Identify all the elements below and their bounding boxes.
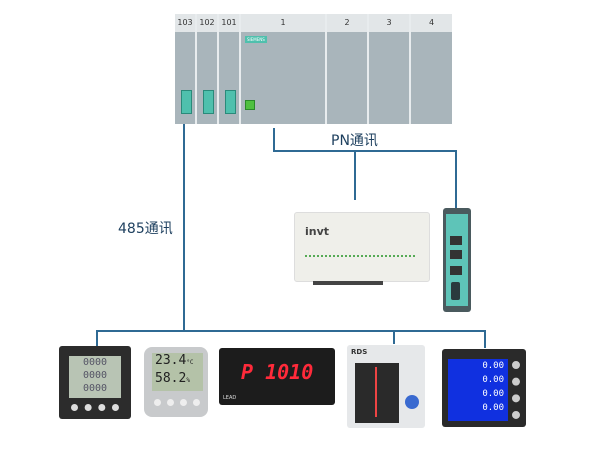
drop-line: [393, 330, 395, 344]
lead-logo: LEAD: [223, 395, 237, 401]
slot-label: 1: [241, 14, 325, 32]
temperature-value: 23.4: [155, 353, 187, 368]
panel-screen: [355, 363, 399, 423]
ethernet-port-icon: [450, 236, 462, 245]
terminal-strip: [313, 281, 383, 285]
slot-4: 4: [411, 14, 452, 124]
serial-port-icon: [181, 90, 192, 114]
slot-101: 101: [219, 14, 241, 124]
serial-port-icon: [225, 90, 236, 114]
drop-line: [96, 330, 98, 346]
slot-label: 102: [197, 14, 217, 32]
slot-3: 3: [369, 14, 411, 124]
lcd-row: 0000: [82, 383, 108, 394]
ethernet-port-icon: [450, 266, 462, 275]
humidity-value: 58.2: [155, 371, 187, 386]
led-row: [305, 255, 415, 259]
power-meter: 0000 0000 0000: [59, 346, 131, 419]
bus-line: [375, 367, 377, 417]
switch-panel: RDS: [347, 345, 425, 428]
pn-line-horizontal: [273, 150, 457, 152]
rs485-bus-vertical: [183, 124, 185, 332]
slot-label: 4: [411, 14, 452, 32]
lcd-row: 0000: [82, 357, 108, 368]
humidity-unit: %: [186, 377, 190, 384]
slot-102: 102: [197, 14, 219, 124]
display-value: P 1010: [241, 360, 314, 384]
io-module: invt: [294, 212, 430, 285]
drop-line: [455, 150, 457, 208]
ethernet-port-icon: [450, 250, 462, 259]
multifunction-meter: 0.00 0.00 0.00 0.00: [442, 349, 526, 427]
digital-display: P 1010 LEAD: [219, 348, 335, 405]
drop-line: [484, 330, 486, 348]
buttons: [512, 361, 530, 419]
slot-label: 3: [369, 14, 409, 32]
reading: 0.00: [482, 361, 504, 371]
slot-label: 103: [175, 14, 195, 32]
rs485-bus-horizontal: [96, 330, 486, 332]
ethernet-port-icon: [245, 100, 255, 110]
siemens-logo: SIEMENS: [245, 36, 267, 43]
rs485-label: 485通讯: [118, 221, 173, 237]
slot-label: 101: [219, 14, 239, 32]
rds-logo: RDS: [351, 348, 368, 356]
slot-103: 103: [175, 14, 197, 124]
temp-unit: °C: [186, 359, 194, 366]
lcd-screen: 0000 0000 0000: [69, 356, 121, 398]
invt-logo: invt: [305, 225, 330, 238]
lcd-row: 0000: [82, 370, 108, 381]
plc-rack: 103 102 101 1 SIEMENS 2 3 4: [175, 14, 452, 124]
buttons: [154, 399, 200, 414]
pn-label: PN通讯: [331, 133, 378, 149]
temp-humidity-meter: 23.4°C 58.2%: [144, 347, 208, 417]
lcd-screen: 23.4°C 58.2%: [152, 353, 203, 391]
slot-1-cpu: 1 SIEMENS: [241, 14, 327, 124]
serial-port-icon: [203, 90, 214, 114]
slot-label: 2: [327, 14, 367, 32]
reading: 0.00: [482, 403, 504, 413]
serial-port-icon: [451, 282, 460, 300]
lcd-screen: 0.00 0.00 0.00 0.00: [448, 359, 508, 421]
buttons: [71, 404, 119, 419]
reading: 0.00: [482, 389, 504, 399]
network-gateway: [443, 208, 471, 312]
nav-keypad: [405, 395, 419, 409]
reading: 0.00: [482, 375, 504, 385]
pn-line-vertical: [273, 128, 275, 152]
slot-2: 2: [327, 14, 369, 124]
drop-line: [354, 150, 356, 200]
